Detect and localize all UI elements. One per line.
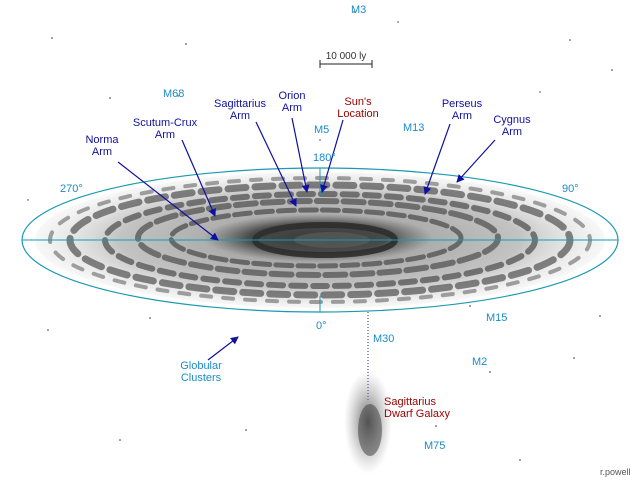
scale-bar-line: [319, 60, 373, 68]
label-longitude-90: 90°: [562, 183, 579, 195]
arrow-sun: [320, 119, 344, 193]
label-longitude-270: 270°: [60, 183, 83, 195]
label-m75: M75: [424, 440, 446, 452]
label-longitude-0: 0°: [316, 320, 327, 332]
arrow-orion: [291, 117, 310, 193]
label-m3: M3: [351, 4, 367, 16]
scale-bar-label: 10 000 ly: [325, 51, 367, 62]
arm-arrows: [117, 117, 496, 361]
label-m13: M13: [403, 122, 425, 134]
label-m68: M68: [163, 88, 185, 100]
star-field: [27, 11, 613, 461]
author-signature: r.powell: [600, 467, 631, 477]
arrow-cygnus: [456, 139, 496, 183]
label-longitude-180: 180°: [313, 152, 336, 164]
label-m5: M5: [314, 124, 330, 136]
arrow-perseus: [423, 123, 451, 195]
arrow-scutum: [181, 139, 216, 217]
label-m15: M15: [486, 312, 508, 324]
arrow-globular: [207, 336, 239, 361]
arrow-sagittarius: [255, 121, 297, 207]
arrow-norma: [117, 161, 219, 241]
label-m30: M30: [373, 333, 395, 345]
label-m2: M2: [472, 356, 488, 368]
